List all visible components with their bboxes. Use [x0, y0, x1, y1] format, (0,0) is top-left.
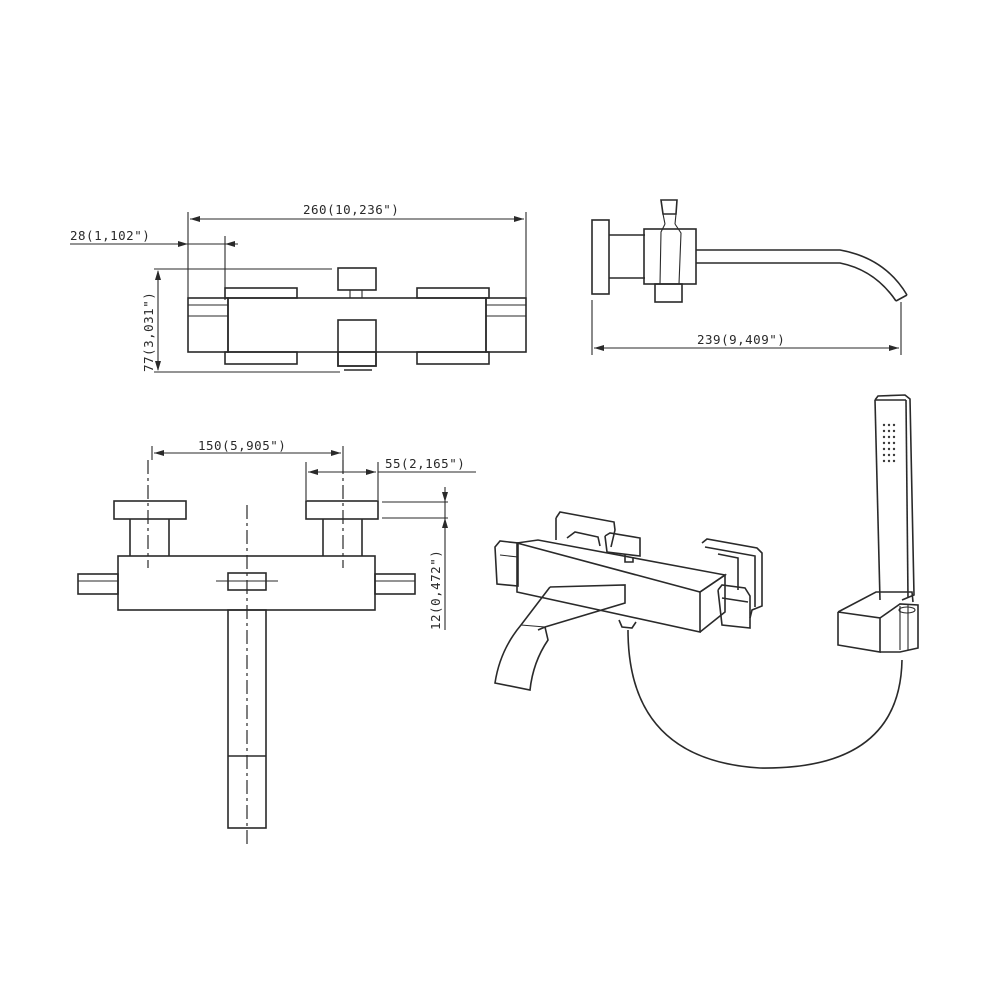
- dim-handle-spacing: 150(5,905"): [198, 438, 286, 453]
- dim-handle-thickness: 12(0,472"): [428, 550, 443, 630]
- dim-overall-width: 260(10,236"): [303, 202, 399, 217]
- dim-projection: 239(9,409"): [697, 332, 785, 347]
- dim-end-offset: 28(1,102"): [70, 228, 150, 243]
- dim-depth: 77(3,031"): [141, 292, 156, 372]
- top-view: 260(10,236") 28(1,102") 77(3,031"): [70, 202, 527, 373]
- shower-nozzles-icon: [882, 423, 896, 463]
- dim-handle-width: 55(2,165"): [385, 456, 465, 471]
- perspective-view: [494, 394, 919, 769]
- side-view: 239(9,409"): [591, 199, 908, 355]
- front-view: 150(5,905") 55(2,165") 12(0,472"): [77, 438, 476, 845]
